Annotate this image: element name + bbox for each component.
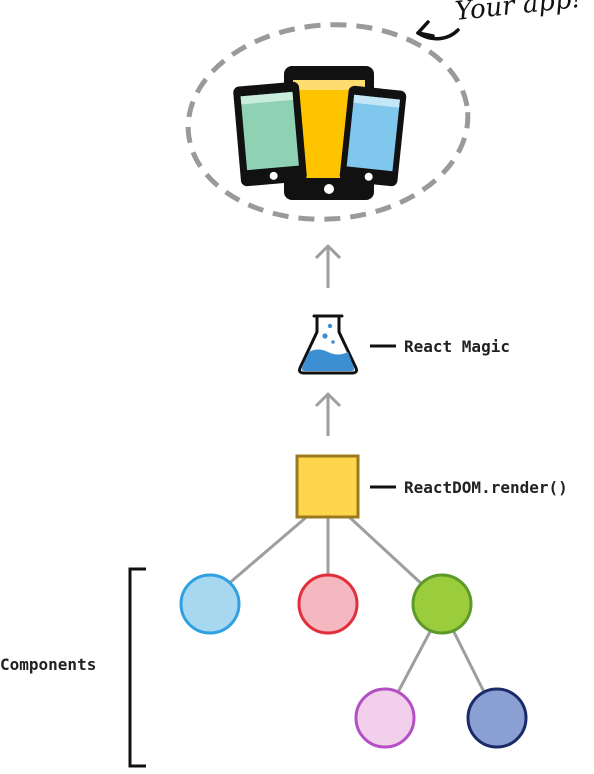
reactdom-render-label: ReactDOM.render() [404,478,568,497]
up-arrow-icon [314,392,342,436]
tree-edges [225,512,488,697]
curved-arrow-icon [416,20,460,41]
component-node-green [411,573,473,635]
components-bracket [128,567,146,768]
component-node-blue [179,573,241,635]
component-node-lilac [354,687,416,749]
up-arrow-icon [314,244,342,288]
components-label: Components [0,655,96,674]
component-node-pink [297,573,359,635]
reactdom-root-node [295,454,360,519]
devices-icon [233,66,407,200]
your-app-label: Your app! [454,0,584,27]
component-node-navy [466,687,528,749]
flask-icon [298,314,358,375]
left-phone [233,81,307,187]
react-magic-label: React Magic [404,337,510,356]
right-phone [339,85,407,187]
app-dashed-outline [185,22,471,222]
